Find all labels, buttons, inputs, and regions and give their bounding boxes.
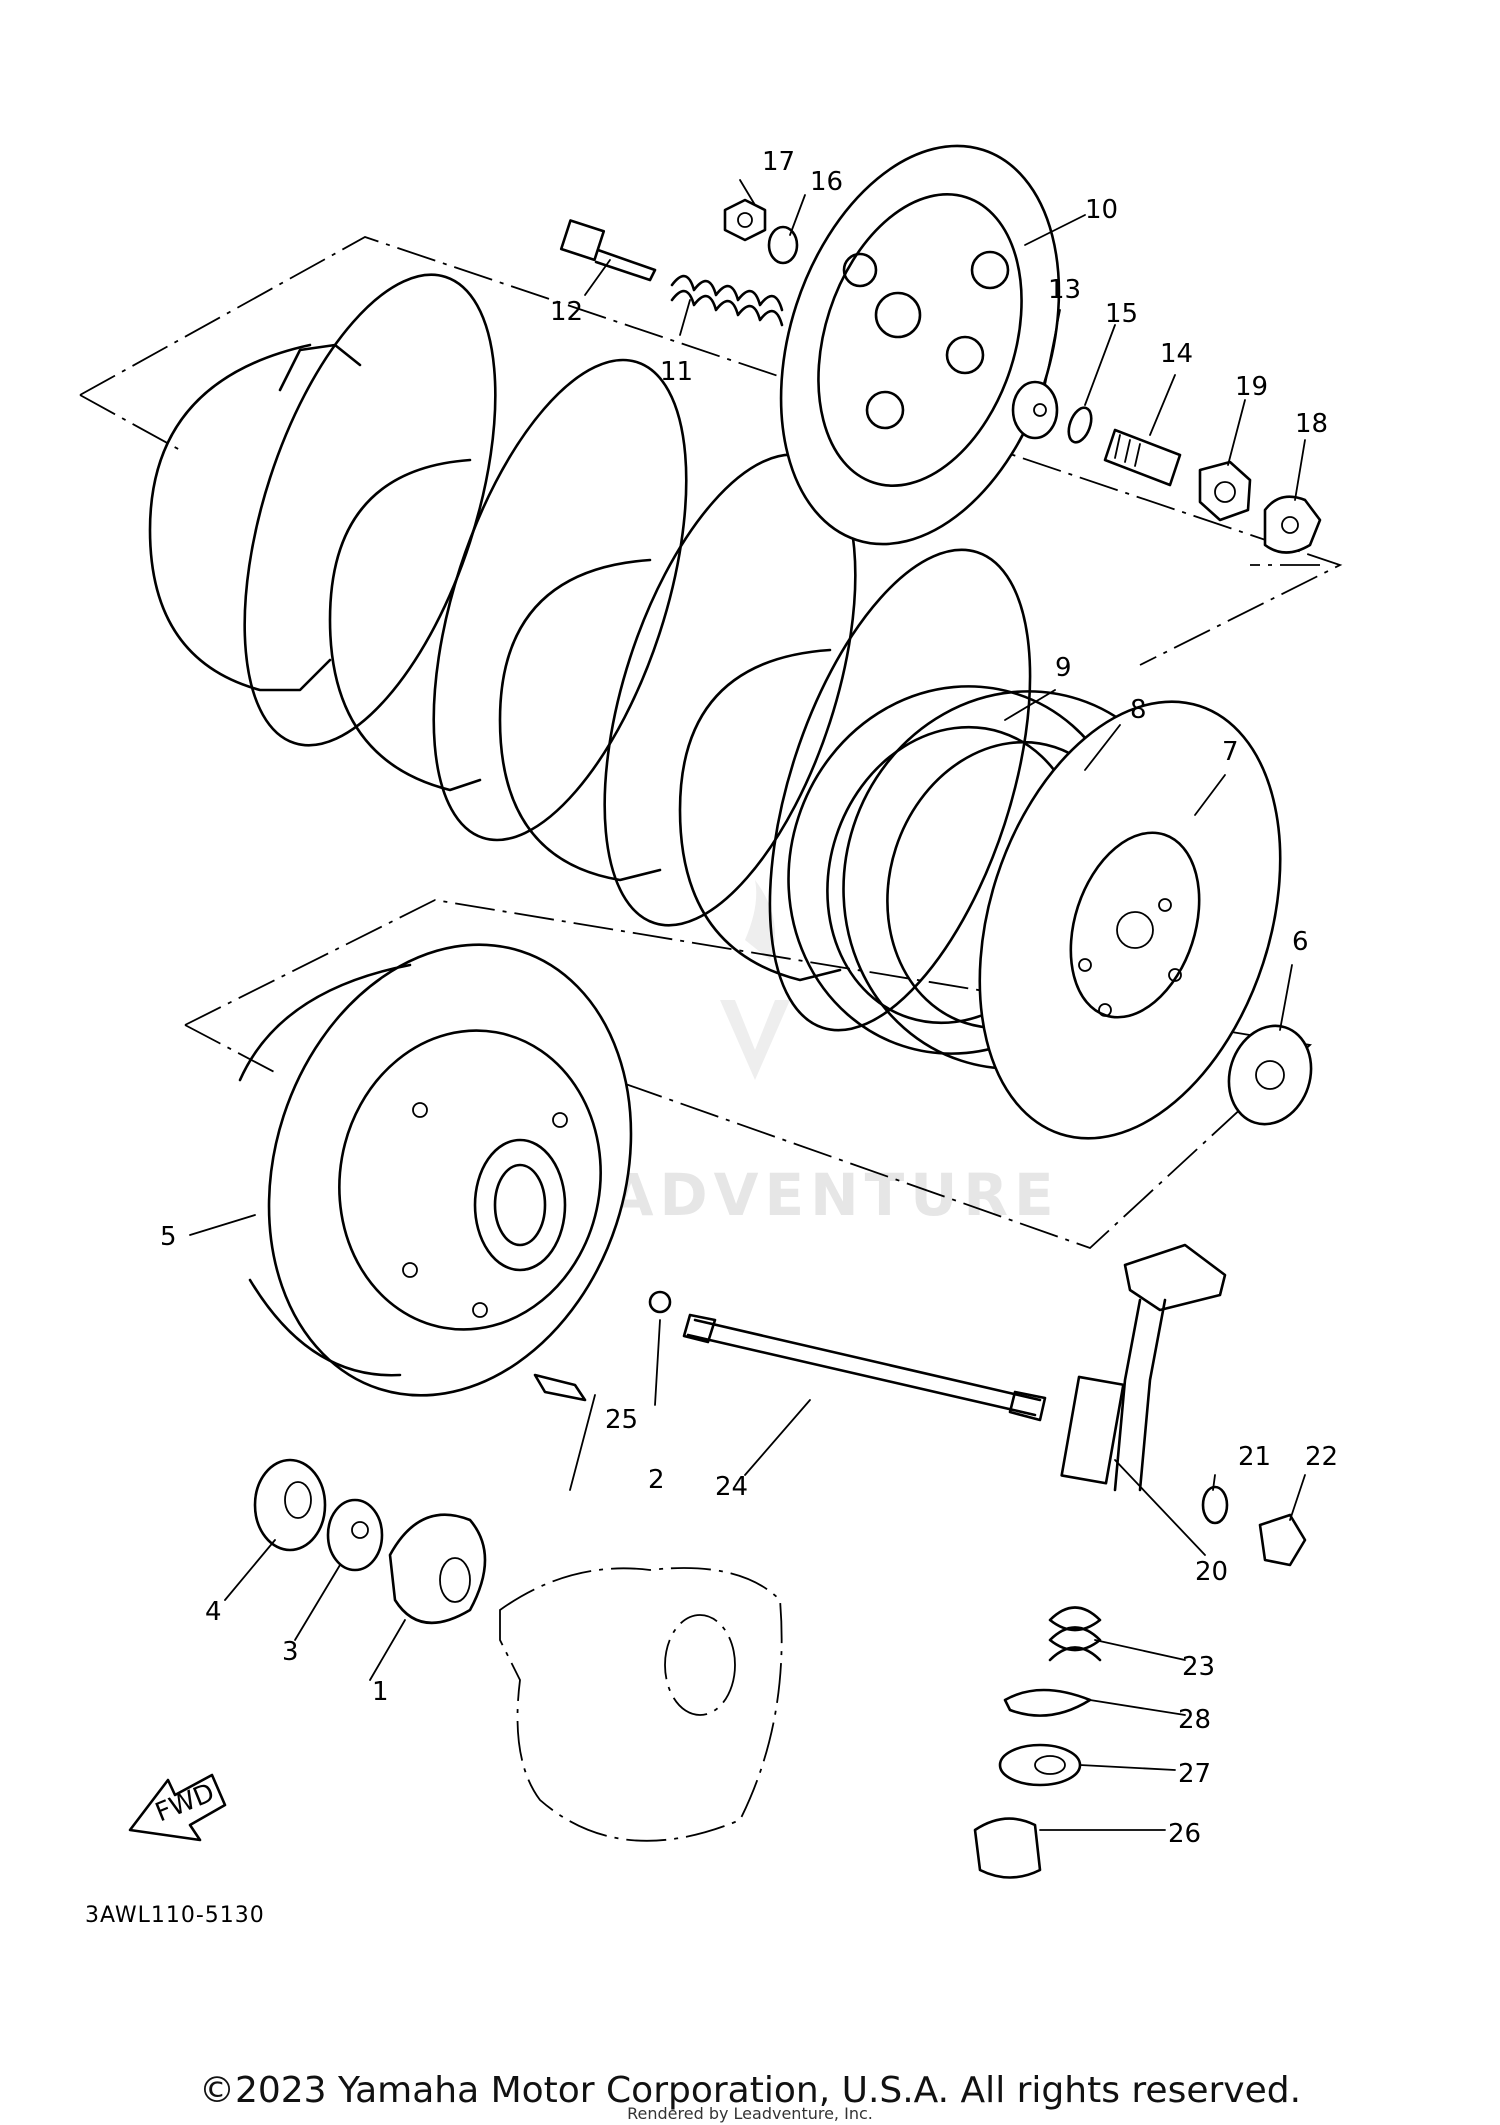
callout-13: 13 — [1048, 275, 1081, 305]
fwd-arrow-icon: FWD — [128, 1773, 227, 1842]
callout-14: 14 — [1160, 339, 1193, 369]
copyright-notice: ©2023 Yamaha Motor Corporation, U.S.A. A… — [198, 2070, 1302, 2111]
callout-labels: 1 2 3 4 5 6 7 8 9 10 11 12 13 14 15 16 1… — [160, 147, 1338, 1849]
callout-17: 17 — [762, 147, 795, 177]
callout-21: 21 — [1238, 1442, 1271, 1472]
part-26-bushing — [973, 1817, 1042, 1879]
drawing-code: 3AWL110-5130 — [85, 1903, 265, 1928]
callout-4: 4 — [205, 1597, 222, 1627]
callout-22: 22 — [1305, 1442, 1338, 1472]
callout-15: 15 — [1105, 299, 1138, 329]
fwd-label: FWD — [151, 1778, 219, 1829]
part-13-washer — [1011, 380, 1059, 440]
part-19-nut — [1198, 460, 1252, 522]
part-4-collar — [253, 1458, 327, 1552]
callout-8: 8 — [1130, 695, 1147, 725]
callout-28: 28 — [1178, 1705, 1211, 1735]
callout-10: 10 — [1085, 195, 1118, 225]
callout-7: 7 — [1222, 737, 1239, 767]
callout-25: 25 — [605, 1405, 638, 1435]
part-2-key — [533, 1373, 587, 1402]
part-17-nut — [723, 198, 767, 242]
part-5-clutch-housing — [238, 943, 633, 1397]
part-18-lock-washer — [1263, 495, 1322, 554]
part-21-washer — [1201, 1485, 1229, 1525]
part-10-pressure-plate — [779, 144, 1061, 546]
callout-18: 18 — [1295, 409, 1328, 439]
crankshaft-outline — [499, 1567, 783, 1842]
callout-2: 2 — [648, 1465, 665, 1495]
callout-19: 19 — [1235, 372, 1268, 402]
part-12-bolt — [559, 219, 657, 282]
part-20-push-lever-shaft — [1060, 1243, 1227, 1492]
callout-16: 16 — [810, 167, 843, 197]
part-14-adjuster — [1103, 428, 1182, 487]
part-25-ball — [648, 1290, 672, 1314]
callout-6: 6 — [1292, 927, 1309, 957]
part-1-gear — [388, 1513, 487, 1625]
leader-lines — [189, 179, 1306, 1831]
rendered-by-credit: Rendered by Leadventure, Inc. — [627, 2104, 873, 2123]
part-15-o-ring — [1067, 406, 1093, 444]
housing-group-boundary — [184, 899, 1312, 1250]
part-24-push-rod — [682, 1313, 1047, 1422]
callout-12: 12 — [550, 297, 583, 327]
callout-1: 1 — [372, 1677, 389, 1707]
part-6-lock-washer — [1227, 1024, 1313, 1126]
part-7-clutch-boss — [978, 700, 1282, 1140]
plate-group-boundary — [79, 236, 1343, 666]
callout-23: 23 — [1182, 1652, 1215, 1682]
callout-9: 9 — [1055, 653, 1072, 683]
callout-27: 27 — [1178, 1759, 1211, 1789]
part-27-bearing — [998, 1743, 1082, 1787]
part-22-bolt — [1258, 1513, 1307, 1567]
callout-20: 20 — [1195, 1557, 1228, 1587]
callout-11: 11 — [660, 357, 693, 387]
part-3-washer — [326, 1498, 384, 1572]
part-28-circlip — [1003, 1688, 1092, 1717]
callout-26: 26 — [1168, 1819, 1201, 1849]
part-23-spring — [1048, 1606, 1102, 1662]
callout-5: 5 — [160, 1222, 177, 1252]
part-11-spring — [670, 274, 784, 327]
part-16-washer — [767, 225, 799, 265]
callout-3: 3 — [282, 1637, 299, 1667]
callout-24: 24 — [715, 1472, 748, 1502]
